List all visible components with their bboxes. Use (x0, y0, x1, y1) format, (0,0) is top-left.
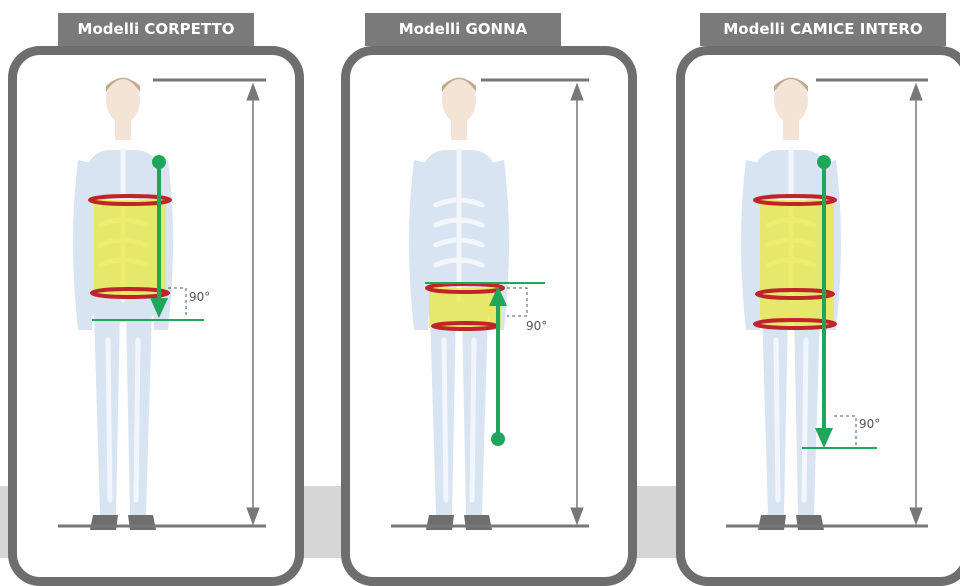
panel-camice-intero: Modelli CAMICE INTERO (676, 0, 960, 558)
right-angle-marker (507, 288, 527, 316)
body-measurement-illustration: 90° (676, 0, 960, 558)
right-angle-marker (834, 416, 856, 446)
panel-gonna: Modelli GONNA (341, 0, 637, 558)
measurement-zone-highlight (94, 200, 166, 295)
body-measurement-illustration: 90° (341, 0, 637, 558)
angle-label: 90° (189, 290, 210, 304)
body-measurement-illustration: 90° (8, 0, 304, 558)
angle-label: 90° (526, 319, 547, 333)
angle-label: 90° (859, 417, 880, 431)
panel-corpetto: Modelli CORPETTO (8, 0, 304, 558)
